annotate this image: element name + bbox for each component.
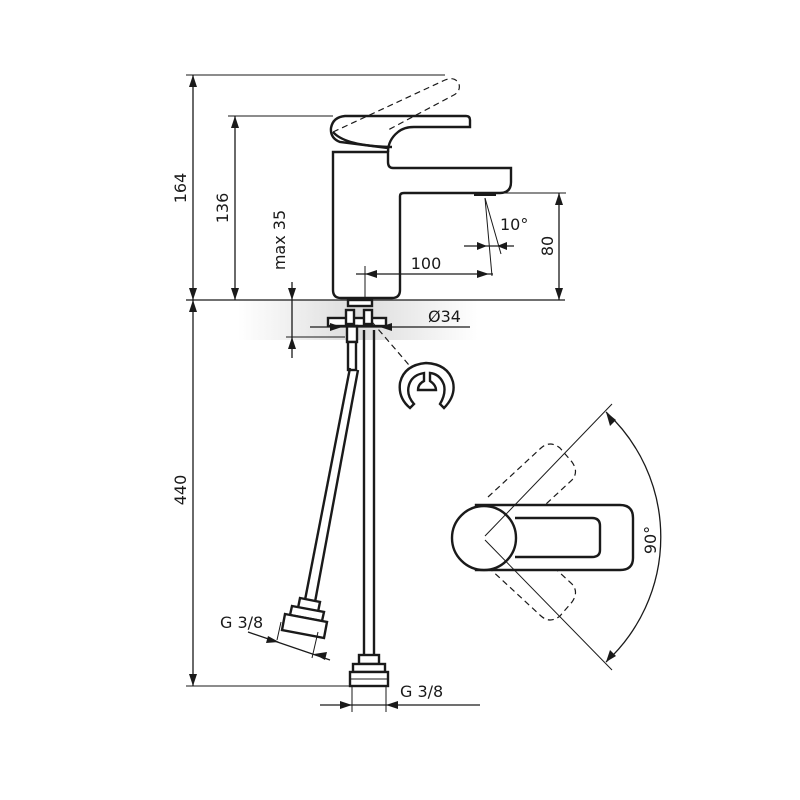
aerator — [474, 192, 496, 196]
detail-leader — [371, 321, 416, 373]
lever-raised-outline — [332, 78, 460, 133]
label-thread-bottom: G 3/8 — [400, 682, 443, 701]
dimension-hole-diameter — [310, 323, 470, 331]
label-thread-left: G 3/8 — [220, 613, 263, 632]
dimension-total-height — [186, 74, 445, 300]
label-spout-angle: 10° — [500, 215, 528, 234]
dimension-spout-height — [500, 192, 566, 300]
label-total-height: 164 — [171, 173, 190, 204]
dimension-thread-left — [247, 621, 331, 661]
dimension-spout-angle — [464, 197, 514, 255]
label-max-mount: max 35 — [270, 210, 289, 270]
label-hole-diameter: Ø34 — [428, 307, 461, 326]
hose-straight — [348, 330, 390, 688]
dimension-lever-height — [228, 115, 333, 300]
label-spout-reach: 100 — [411, 254, 442, 273]
hose-angled — [280, 367, 360, 640]
dimension-thread-bottom — [320, 686, 480, 712]
dimension-hose-length — [186, 300, 352, 687]
label-lever-rotation: 90° — [641, 526, 660, 554]
label-hose-length: 440 — [171, 475, 190, 506]
top-view — [450, 403, 662, 671]
horseshoe-washer — [398, 361, 455, 410]
dimension-max-mount — [286, 282, 345, 358]
mounting-assembly — [326, 298, 388, 372]
label-spout-height: 80 — [538, 236, 557, 256]
dimension-spout-reach — [356, 197, 493, 306]
label-lever-height: 136 — [213, 193, 232, 224]
faucet-body — [329, 114, 513, 300]
